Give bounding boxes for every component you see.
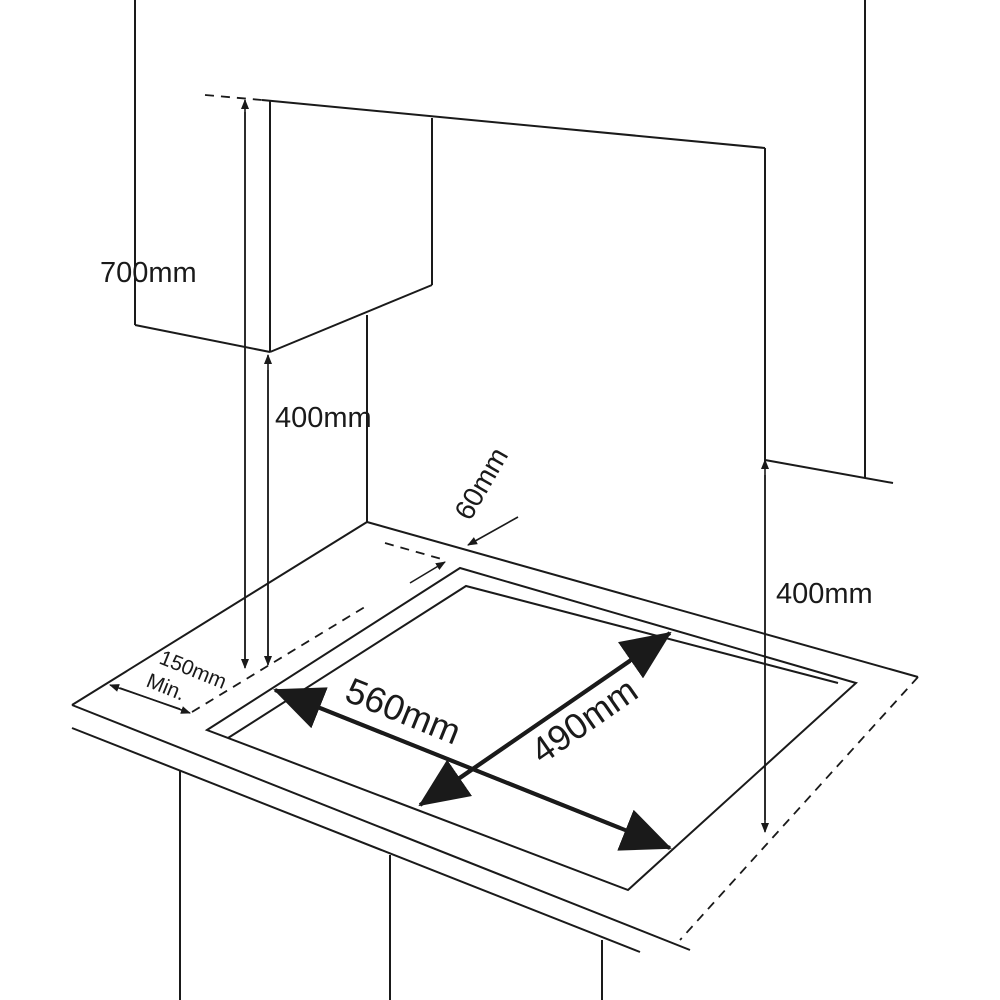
side-reference-line [191,604,369,713]
label-400mm-cabinet: 400mm [275,402,372,434]
right-wall [764,0,894,484]
wall-cabinet [134,94,766,462]
back-reference-line [384,542,446,561]
dimension-560mm-arrow [273,687,672,851]
label-400mm-hood: 400mm [776,578,873,610]
dimension-490mm-arrow [418,631,672,807]
dimension-60mm-arrows [409,516,519,584]
hob-cutout [204,566,858,892]
label-60mm: 60mm [448,442,514,525]
label-700mm: 700mm [100,257,197,289]
dimension-150mm-arrow [109,684,191,714]
countertop [71,521,919,1000]
